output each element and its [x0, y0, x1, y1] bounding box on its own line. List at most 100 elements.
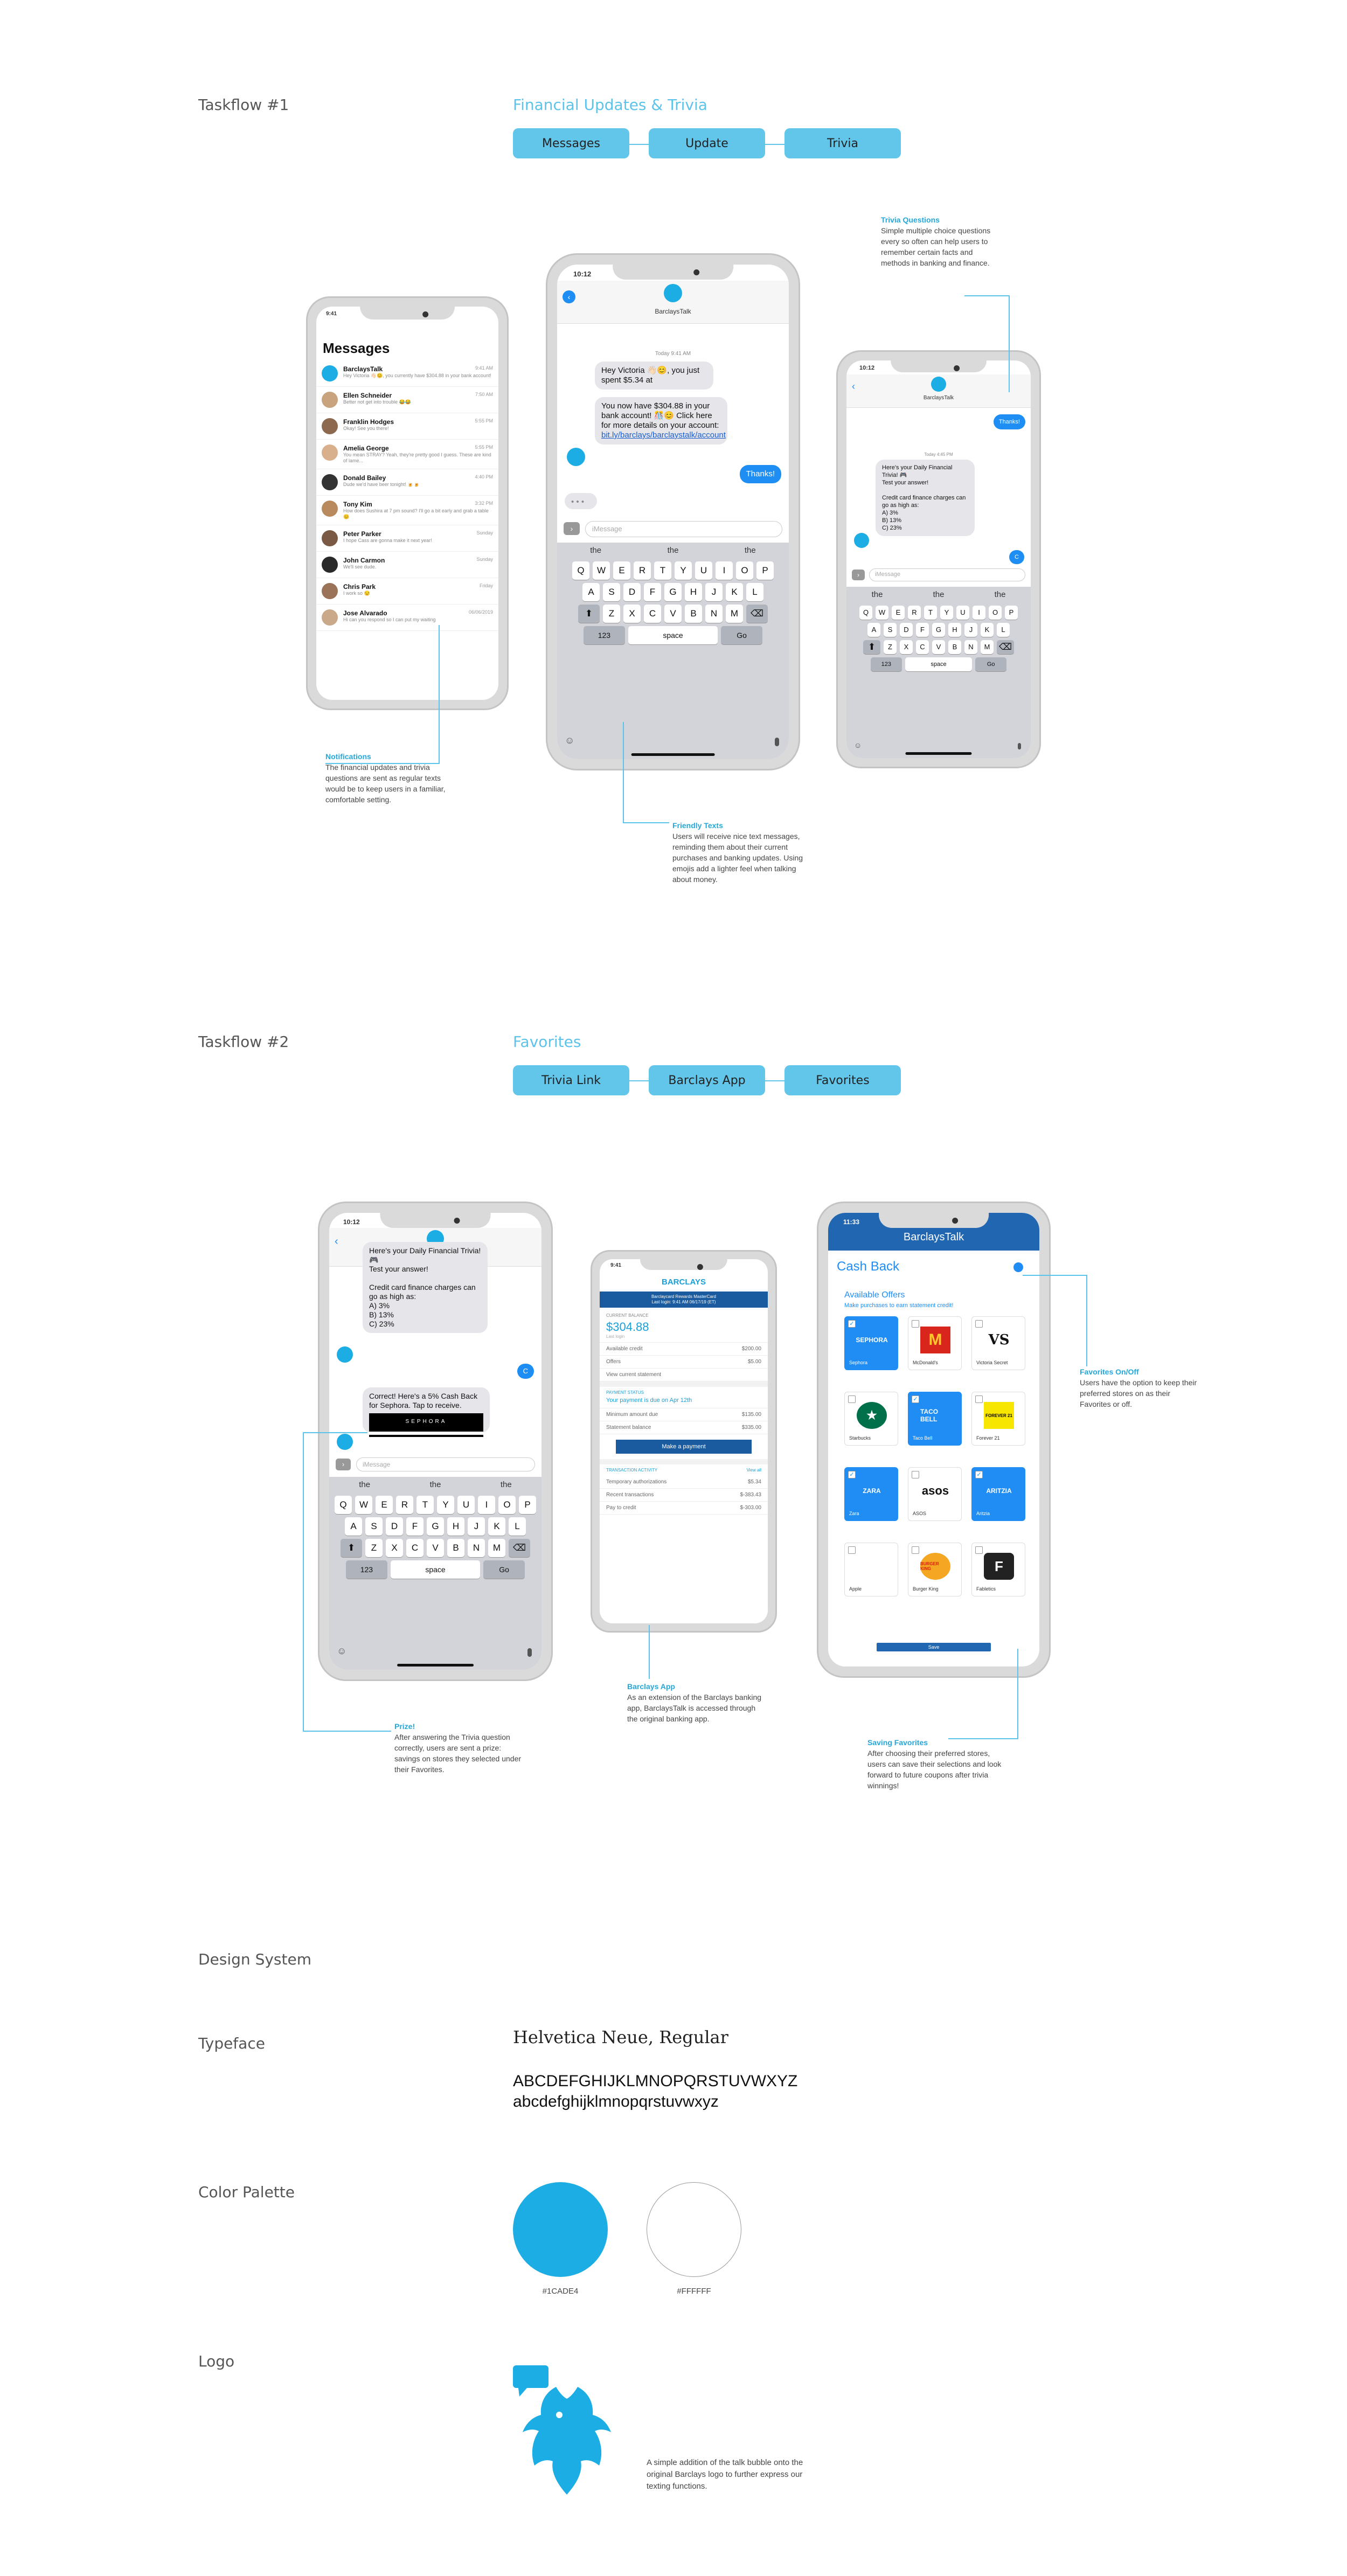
key[interactable]: G: [427, 1517, 444, 1536]
checkbox-icon[interactable]: [848, 1395, 856, 1403]
suggestion[interactable]: the: [590, 546, 602, 555]
key[interactable]: N: [705, 605, 723, 623]
key[interactable]: L: [997, 623, 1010, 637]
numbers-key[interactable]: 123: [584, 626, 625, 644]
checkbox-icon[interactable]: [975, 1546, 983, 1554]
go-key[interactable]: Go: [721, 626, 762, 644]
offer-tile[interactable]: ★Starbucks: [844, 1392, 898, 1446]
key[interactable]: H: [948, 623, 961, 637]
account-row[interactable]: Statement balance$335.00: [600, 1421, 768, 1434]
suggestion[interactable]: the: [667, 546, 679, 555]
key[interactable]: A: [345, 1517, 362, 1536]
space-key[interactable]: space: [905, 657, 973, 671]
key[interactable]: X: [623, 605, 641, 623]
emoji-icon[interactable]: ☺: [565, 735, 575, 746]
step-update[interactable]: Update: [649, 128, 765, 158]
shift-icon[interactable]: ⬆: [578, 605, 600, 623]
key[interactable]: T: [654, 561, 671, 580]
view-all-link[interactable]: View all: [746, 1468, 761, 1473]
microphone-icon[interactable]: [775, 738, 779, 746]
key[interactable]: Z: [884, 640, 897, 654]
account-row[interactable]: Offers$5.00: [600, 1356, 768, 1369]
key[interactable]: Y: [437, 1496, 454, 1514]
key[interactable]: D: [900, 623, 913, 637]
key[interactable]: A: [582, 583, 600, 601]
account-row[interactable]: Available credit$200.00: [600, 1343, 768, 1356]
suggestion[interactable]: the: [744, 546, 756, 555]
key[interactable]: X: [386, 1539, 403, 1557]
key[interactable]: Q: [859, 606, 872, 620]
key[interactable]: J: [964, 623, 977, 637]
key[interactable]: X: [900, 640, 913, 654]
account-row[interactable]: Minimum amount due$135.00: [600, 1408, 768, 1421]
key[interactable]: R: [634, 561, 651, 580]
key[interactable]: Z: [603, 605, 620, 623]
account-row[interactable]: Recent transactions$-383.43: [600, 1489, 768, 1502]
key[interactable]: K: [488, 1517, 505, 1536]
go-key[interactable]: Go: [975, 657, 1006, 671]
account-row[interactable]: Temporary authorizations$5.34: [600, 1476, 768, 1489]
key[interactable]: W: [355, 1496, 372, 1514]
key[interactable]: U: [457, 1496, 475, 1514]
key[interactable]: L: [746, 583, 763, 601]
key[interactable]: E: [376, 1496, 393, 1514]
key[interactable]: K: [981, 623, 994, 637]
key[interactable]: N: [468, 1539, 485, 1557]
checkbox-icon[interactable]: ✓: [848, 1471, 856, 1478]
suggestion[interactable]: the: [994, 590, 1006, 599]
key[interactable]: I: [973, 606, 985, 620]
delete-icon[interactable]: ⌫: [509, 1539, 530, 1557]
suggestion[interactable]: the: [429, 1480, 441, 1489]
key[interactable]: C: [916, 640, 929, 654]
key[interactable]: E: [892, 606, 905, 620]
key[interactable]: B: [447, 1539, 464, 1557]
message-input[interactable]: iMessage: [356, 1457, 535, 1471]
message-input[interactable]: iMessage: [869, 568, 1025, 581]
key[interactable]: L: [509, 1517, 526, 1536]
key[interactable]: U: [695, 561, 712, 580]
suggestion[interactable]: the: [871, 590, 883, 599]
key[interactable]: V: [427, 1539, 444, 1557]
go-key[interactable]: Go: [483, 1560, 525, 1579]
key[interactable]: P: [756, 561, 774, 580]
key[interactable]: S: [884, 623, 897, 637]
key[interactable]: Y: [675, 561, 692, 580]
key[interactable]: Q: [572, 561, 589, 580]
key[interactable]: V: [932, 640, 945, 654]
key[interactable]: S: [603, 583, 620, 601]
prize-bubble[interactable]: Correct! Here's a 5% Cash Back for Sepho…: [363, 1387, 490, 1433]
offer-tile[interactable]: Apple: [844, 1543, 898, 1596]
emoji-icon[interactable]: ☺: [854, 741, 862, 749]
checkbox-icon[interactable]: ✓: [848, 1320, 856, 1328]
key[interactable]: M: [981, 640, 994, 654]
key[interactable]: B: [948, 640, 961, 654]
key[interactable]: F: [916, 623, 929, 637]
account-link[interactable]: bit.ly/barclays/barclaystalk/account: [601, 431, 726, 440]
space-key[interactable]: space: [390, 1560, 481, 1579]
key[interactable]: C: [644, 605, 661, 623]
key[interactable]: W: [593, 561, 610, 580]
space-key[interactable]: space: [628, 626, 718, 644]
suggestion[interactable]: the: [500, 1480, 512, 1489]
key[interactable]: Z: [365, 1539, 383, 1557]
shift-icon[interactable]: ⬆: [863, 640, 880, 654]
checkbox-icon[interactable]: [912, 1546, 919, 1554]
apps-icon[interactable]: ›: [336, 1459, 351, 1470]
key[interactable]: A: [867, 623, 880, 637]
delete-icon[interactable]: ⌫: [746, 605, 768, 623]
back-icon[interactable]: ‹: [852, 381, 855, 392]
key[interactable]: R: [908, 606, 921, 620]
